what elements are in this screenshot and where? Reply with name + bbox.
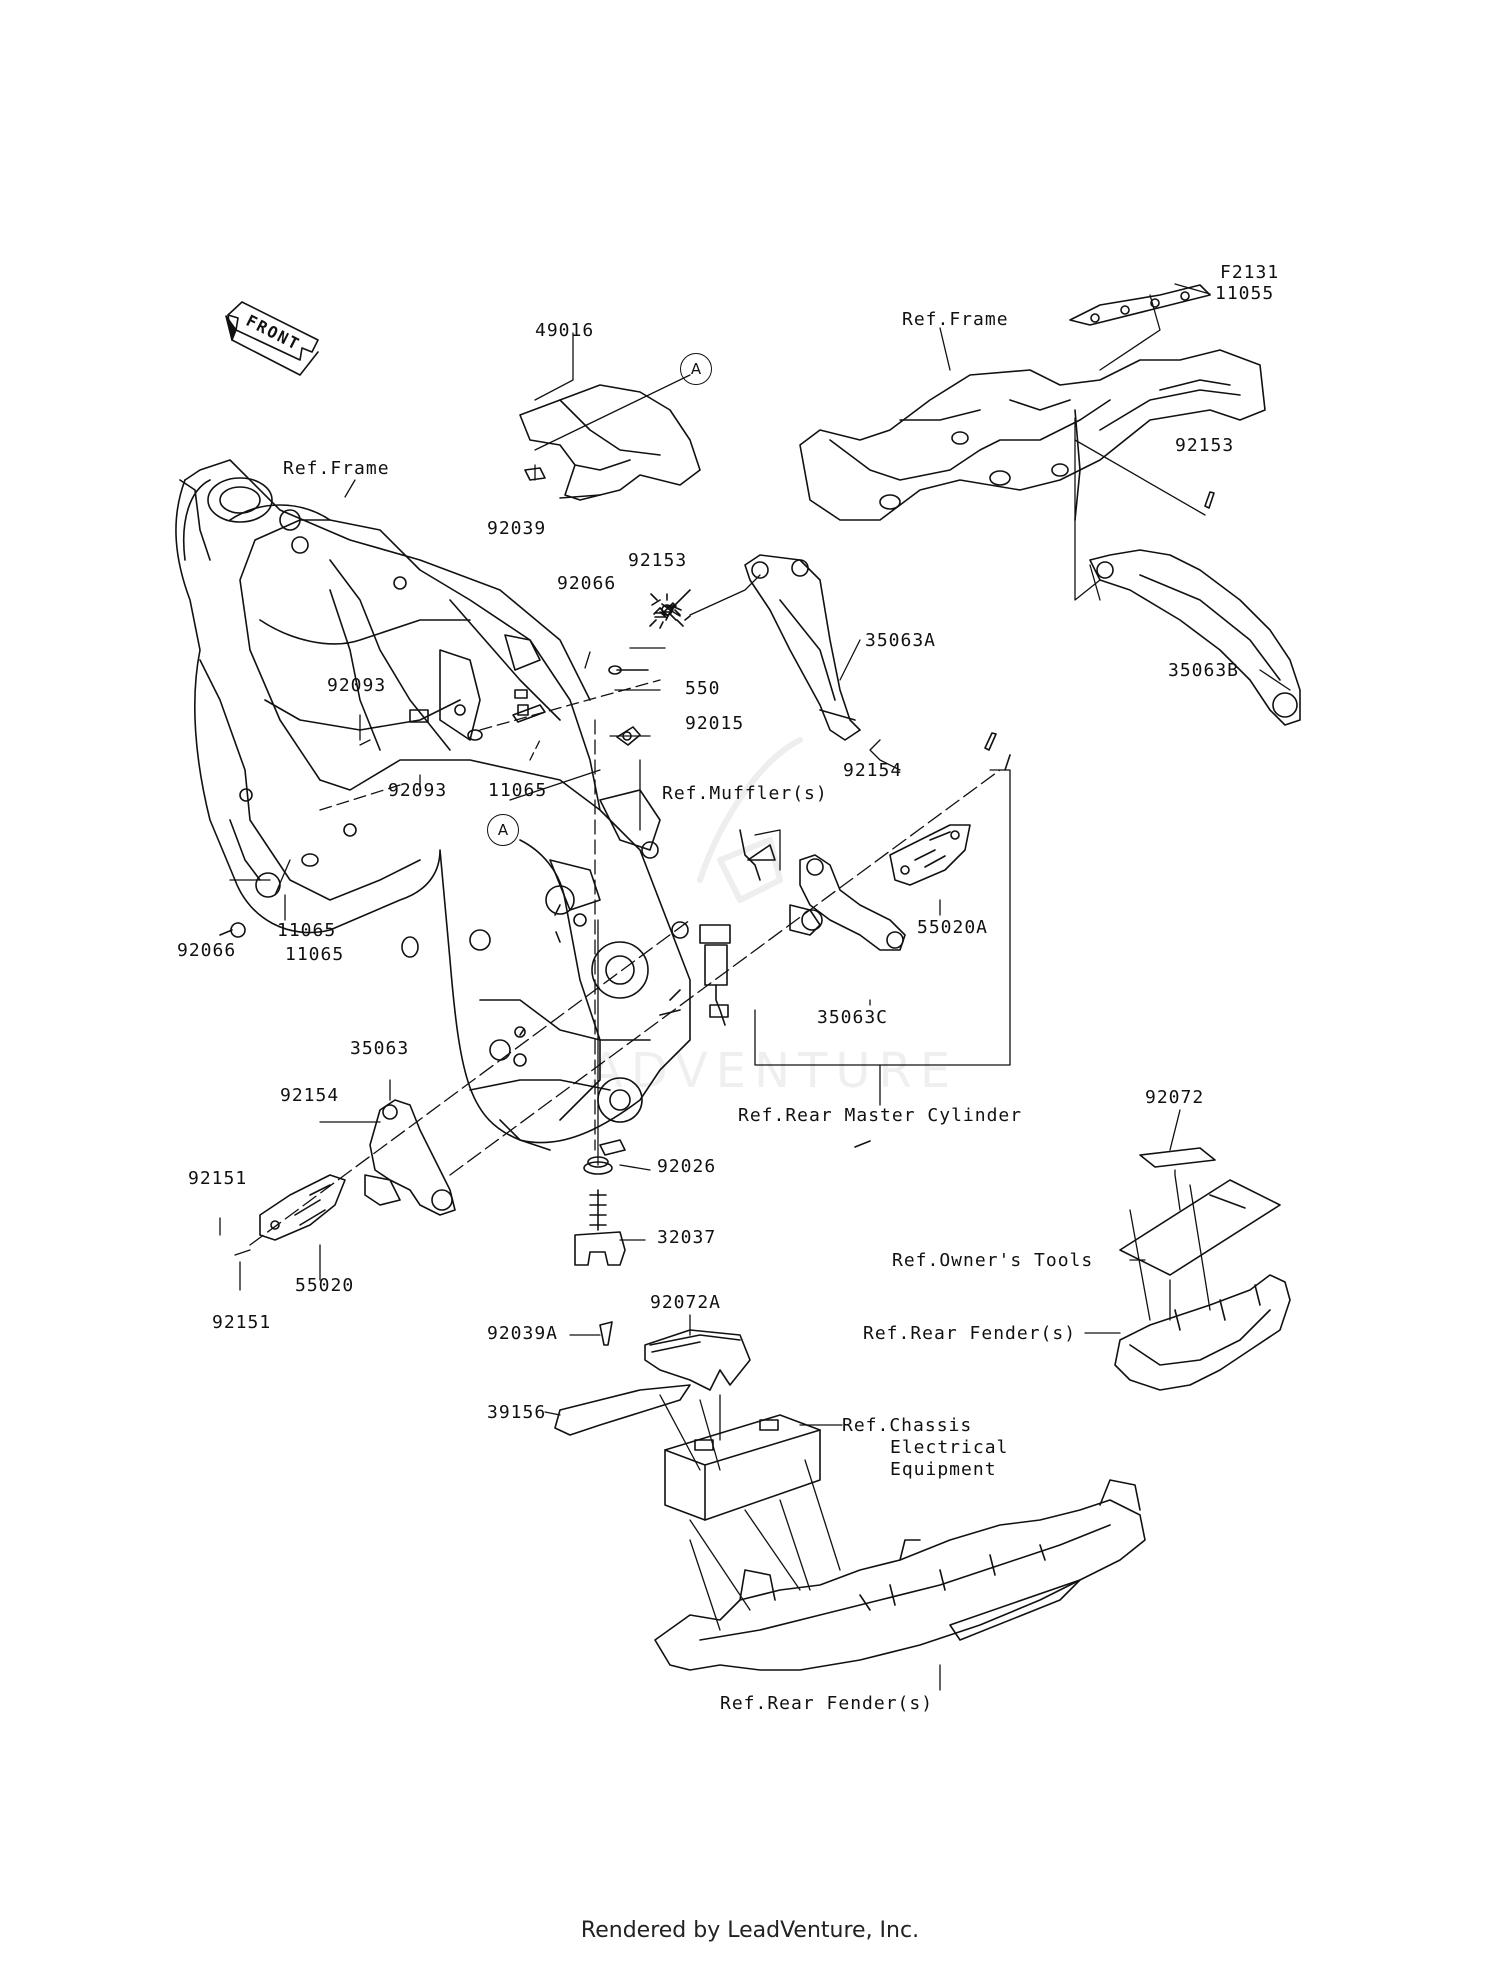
part-55020-drawing: [259, 1174, 346, 1241]
label-55020: 55020: [295, 1275, 355, 1296]
rear-fender-right-drawing: [1114, 1274, 1291, 1391]
part-55020A-drawing: [889, 824, 971, 886]
label-92154-b: 92154: [280, 1085, 340, 1106]
label-ref-owners-tools: Ref.Owner's Tools: [892, 1250, 1094, 1271]
label-92066-left: 92066: [177, 940, 237, 961]
label-92153-b: 92153: [1175, 435, 1235, 456]
main-frame-drawing: [175, 459, 691, 1151]
label-ref-chassis-3: Equipment: [890, 1459, 997, 1480]
watermark-logo: [697, 737, 803, 903]
label-35063B: 35063B: [1168, 660, 1240, 681]
part-39156-drawing: [554, 1384, 691, 1436]
label-ref-chassis-1: Ref.Chassis: [842, 1415, 973, 1436]
part-35063C-drawing: [789, 854, 906, 951]
label-550: 550: [685, 678, 721, 699]
label-32037: 32037: [657, 1227, 717, 1248]
callout-a-top: A: [680, 353, 712, 385]
part-35063A-drawing: [744, 554, 861, 741]
label-35063: 35063: [350, 1038, 410, 1059]
label-92154-a: 92154: [843, 760, 903, 781]
label-11065-c: 11065: [285, 944, 345, 965]
label-92066-top: 92066: [557, 573, 617, 594]
rear-subframe-drawing: [799, 284, 1266, 521]
label-55020A: 55020A: [917, 917, 989, 938]
watermark-text: ADVENTURE: [590, 1043, 959, 1099]
part-92039A-drawing: [599, 1321, 613, 1346]
label-49016: 49016: [535, 320, 595, 341]
label-11065-b: 11065: [277, 920, 337, 941]
label-35063C: 35063C: [817, 1007, 889, 1028]
label-92039: 92039: [487, 518, 547, 539]
battery-drawing: [664, 1414, 821, 1521]
label-39156: 39156: [487, 1402, 547, 1423]
label-92026: 92026: [657, 1156, 717, 1177]
label-35063A: 35063A: [865, 630, 937, 651]
label-11055: 11055: [1215, 283, 1275, 304]
label-ref-chassis-2: Electrical: [890, 1437, 1009, 1458]
label-ref-muffler: Ref.Muffler(s): [662, 783, 828, 804]
callout-a-mid: A: [487, 814, 519, 846]
part-92072A-drawing: [644, 1329, 751, 1391]
label-ref-rear-fender-right: Ref.Rear Fender(s): [863, 1323, 1077, 1344]
part-35063B-drawing: [1089, 549, 1301, 726]
label-92072A: 92072A: [650, 1292, 722, 1313]
footer-credit: Rendered by LeadVenture, Inc.: [580, 1918, 920, 1943]
label-ref-frame-right: Ref.Frame: [902, 309, 1009, 330]
label-ref-rear-master: Ref.Rear Master Cylinder: [738, 1105, 1023, 1126]
label-92039A: 92039A: [487, 1323, 559, 1344]
label-92015: 92015: [685, 713, 745, 734]
label-ref-frame-left: Ref.Frame: [283, 458, 390, 479]
rear-master-cylinder-drawing: [699, 829, 776, 1026]
rear-fender-bottom-drawing: [654, 1479, 1146, 1671]
label-92151-b: 92151: [212, 1312, 272, 1333]
part-92072-drawing: [1119, 1147, 1281, 1276]
front-arrow-icon: [225, 301, 319, 376]
label-92093-b: 92093: [388, 780, 448, 801]
part-35063-drawing: [364, 1099, 456, 1216]
label-ref-rear-fender-bottom: Ref.Rear Fender(s): [720, 1693, 934, 1714]
figure-code: F2131: [1220, 262, 1280, 283]
leader-lines: [219, 283, 1291, 1691]
label-92151-a: 92151: [188, 1168, 248, 1189]
label-92093-a: 92093: [327, 675, 387, 696]
part-49016-drawing: [519, 384, 701, 501]
label-11065-a: 11065: [488, 780, 548, 801]
label-92153-a: 92153: [628, 550, 688, 571]
label-92072: 92072: [1145, 1087, 1205, 1108]
part-32037-drawing: [574, 1161, 626, 1266]
